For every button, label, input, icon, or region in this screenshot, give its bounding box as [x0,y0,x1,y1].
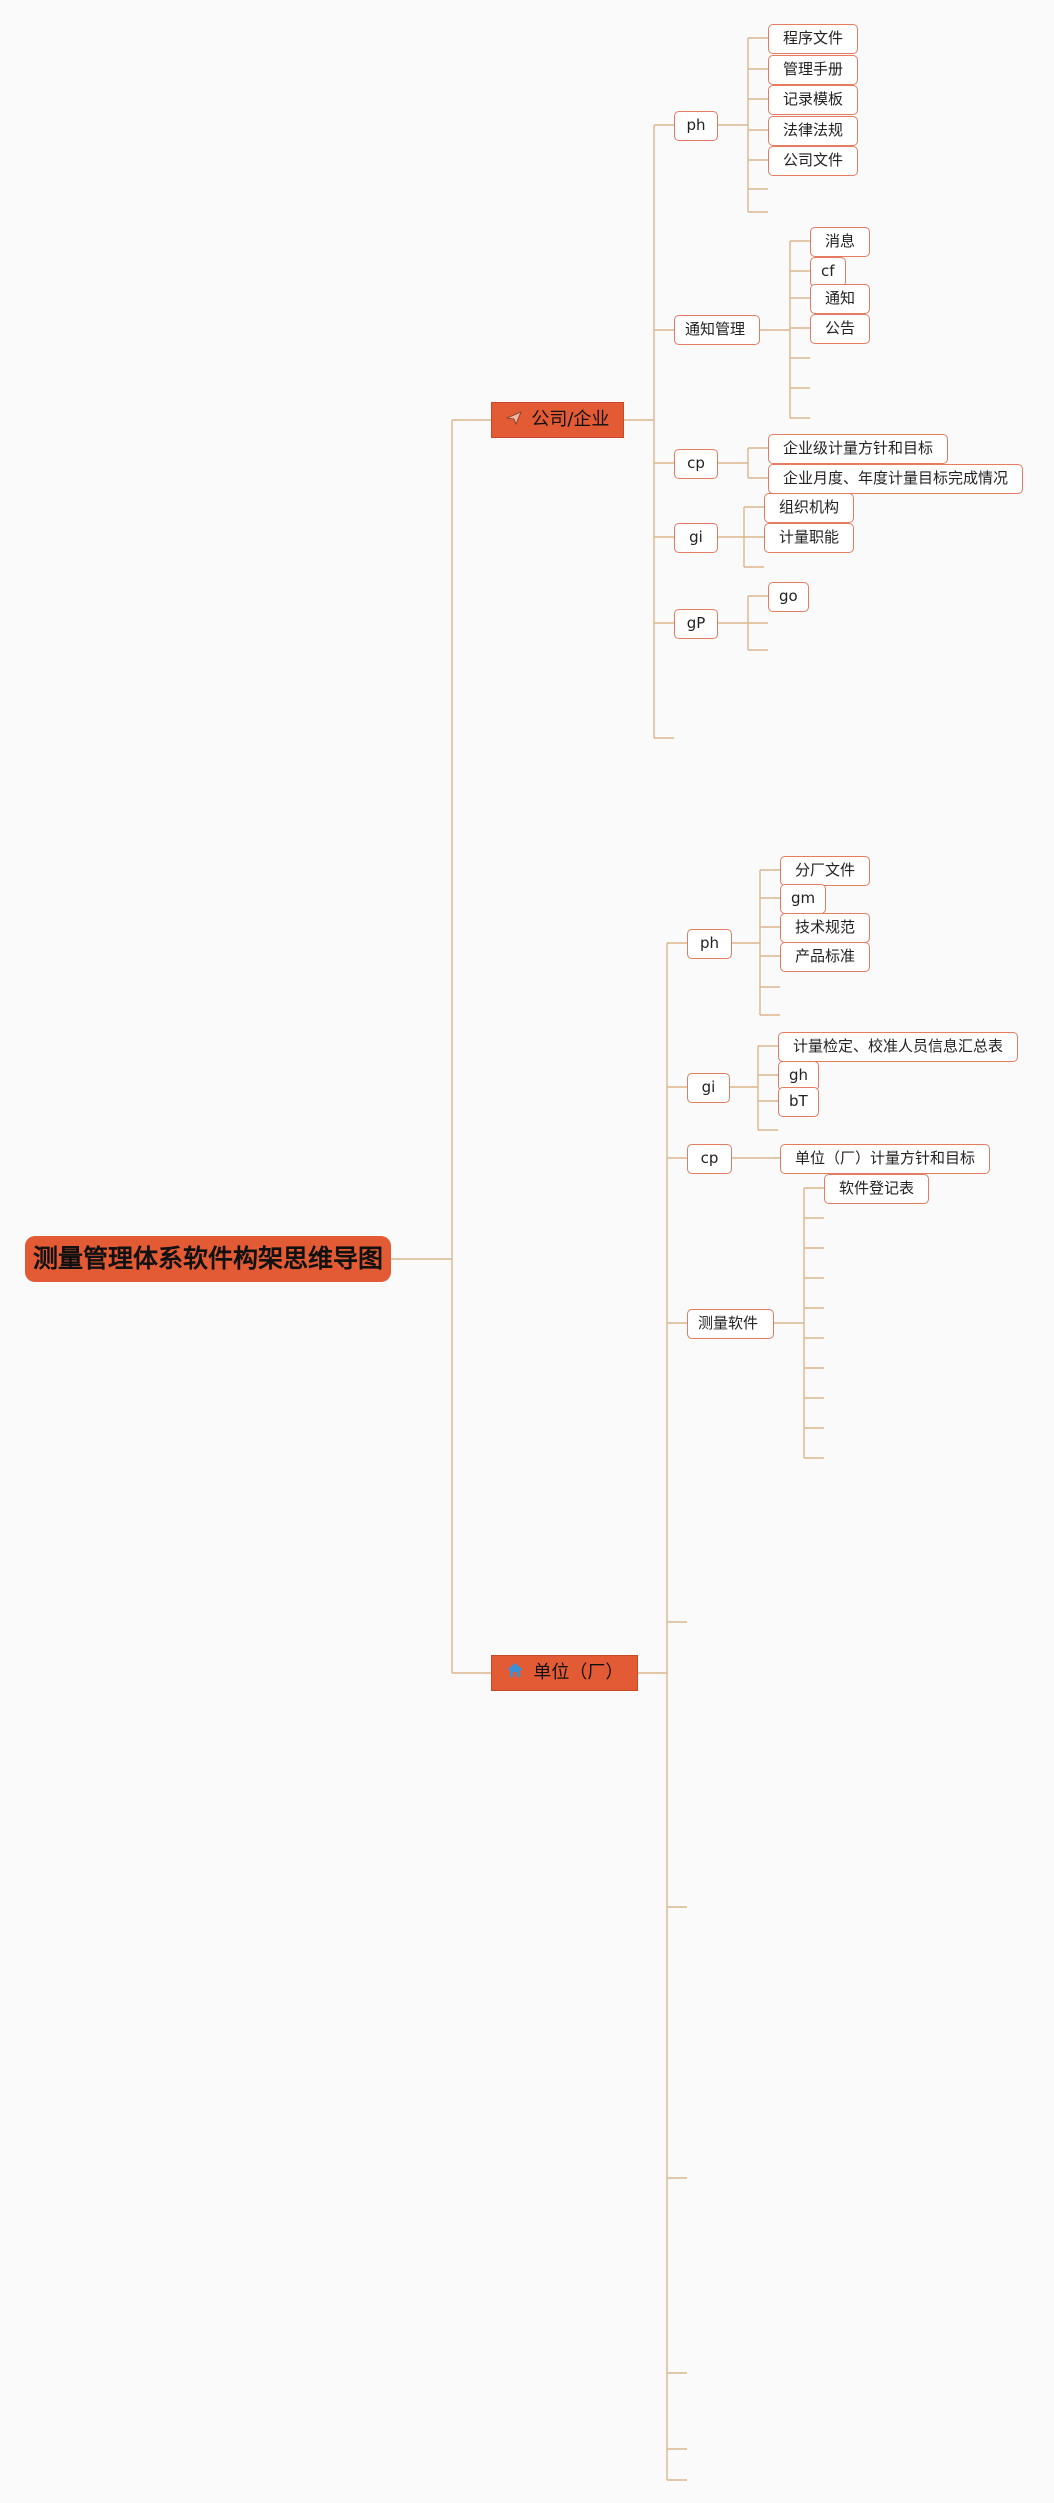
company-ph-item[interactable]: 程序文件 [768,24,859,54]
company-cp-item[interactable]: 企业级计量方针和目标 [768,434,949,464]
company-gi-item[interactable]: 组织机构 [764,493,855,523]
company-cp-item[interactable]: 企业月度、年度计量目标完成情况 [768,464,1024,494]
unit-ph-item[interactable]: 产品标准 [780,942,871,972]
notice-item[interactable]: cf [810,257,846,287]
unit-gi-item[interactable]: 计量检定、校准人员信息汇总表 [778,1032,1019,1062]
company-ph-item[interactable]: 公司文件 [768,146,859,176]
unit-gi-topic[interactable]: gi [687,1073,730,1103]
company-cp-topic[interactable]: cp [674,449,718,479]
unit-gi-item[interactable]: bT [778,1087,819,1117]
company-ph-item[interactable]: 管理手册 [768,55,859,85]
branch-company[interactable]: 公司/企业 [491,402,624,438]
unit-ph-item[interactable]: gm [780,884,827,914]
branch-unit-label: 单位（厂） [533,1662,624,1683]
notice-item[interactable]: 通知 [810,284,871,314]
notice-item[interactable]: 消息 [810,227,871,257]
unit-software-topic[interactable]: 测量软件 [687,1309,774,1339]
root-topic[interactable]: 测量管理体系软件构架思维导图 [25,1236,391,1282]
unit-ph-item[interactable]: 分厂文件 [780,856,871,886]
company-ph-item[interactable]: 法律法规 [768,116,859,146]
company-gi-item[interactable]: 计量职能 [764,523,855,553]
home-icon [506,1662,530,1683]
unit-ph-topic[interactable]: ph [687,929,732,959]
branch-unit[interactable]: 单位（厂） [491,1655,638,1691]
unit-ph-item[interactable]: 技术规范 [780,913,871,943]
company-ph-topic[interactable]: ph [674,111,718,141]
company-gi-topic[interactable]: gi [674,523,718,553]
company-notice-topic[interactable]: 通知管理 [674,315,760,345]
company-gp-item[interactable]: go [768,582,809,612]
send-icon [505,409,528,430]
software-item[interactable]: 软件登记表 [824,1174,930,1204]
notice-item[interactable]: 公告 [810,314,871,344]
company-gp-topic[interactable]: gP [674,609,718,639]
unit-cp-topic[interactable]: cp [687,1144,732,1174]
company-ph-item[interactable]: 记录模板 [768,85,859,115]
branch-company-label: 公司/企业 [531,409,610,430]
unit-cp-item[interactable]: 单位（厂）计量方针和目标 [780,1144,991,1174]
